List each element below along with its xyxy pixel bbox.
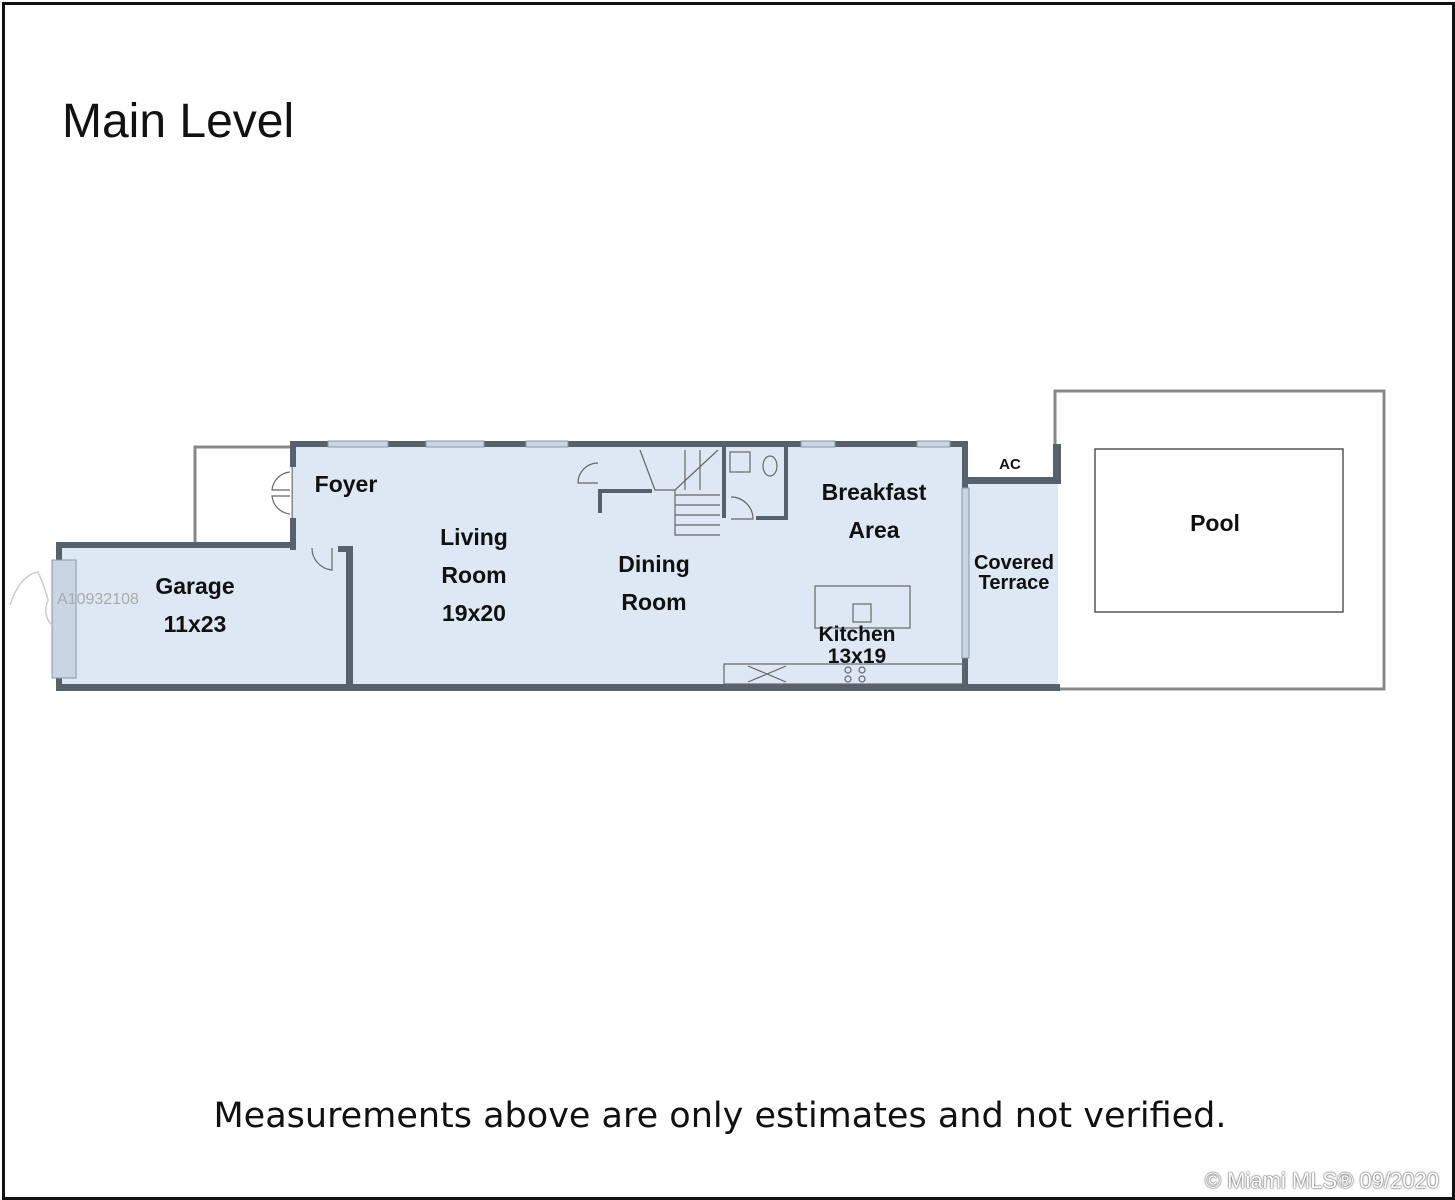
room-label-terrace-2: Terrace <box>979 572 1050 594</box>
room-dim-kitchen: 13x19 <box>828 645 886 668</box>
room-label-breakfast: Breakfast <box>822 479 927 505</box>
room-label-dining-2: Room <box>621 589 686 615</box>
room-label-breakfast-2: Area <box>848 517 899 543</box>
room-label-foyer: Foyer <box>315 471 378 497</box>
room-label-living-2: Room <box>441 562 506 588</box>
pool <box>1094 448 1344 613</box>
terrace-floor <box>965 482 1058 686</box>
room-label-pool: Pool <box>1190 510 1240 536</box>
room-label-kitchen: Kitchen <box>818 623 895 646</box>
mls-logo-icon <box>9 571 53 626</box>
doors-and-stairs <box>271 449 965 685</box>
main-floor <box>293 446 965 686</box>
copyright-watermark: © Miami MLS® 09/2020 <box>1204 1168 1439 1193</box>
windows <box>51 440 970 679</box>
room-label-terrace: Covered <box>974 552 1054 574</box>
footnote: Measurements above are only estimates an… <box>213 1096 1227 1136</box>
page-title: Main Level <box>62 95 295 148</box>
room-label-ac: AC <box>999 456 1021 473</box>
room-label-dining: Dining <box>618 551 690 577</box>
room-label-living: Living <box>440 524 508 550</box>
room-dim-garage: 11x23 <box>164 611 227 637</box>
room-dim-living: 19x20 <box>442 600 506 626</box>
ac-area <box>965 446 1058 478</box>
listing-id-watermark: A10932108 <box>57 591 139 608</box>
room-label-garage: Garage <box>155 573 234 599</box>
